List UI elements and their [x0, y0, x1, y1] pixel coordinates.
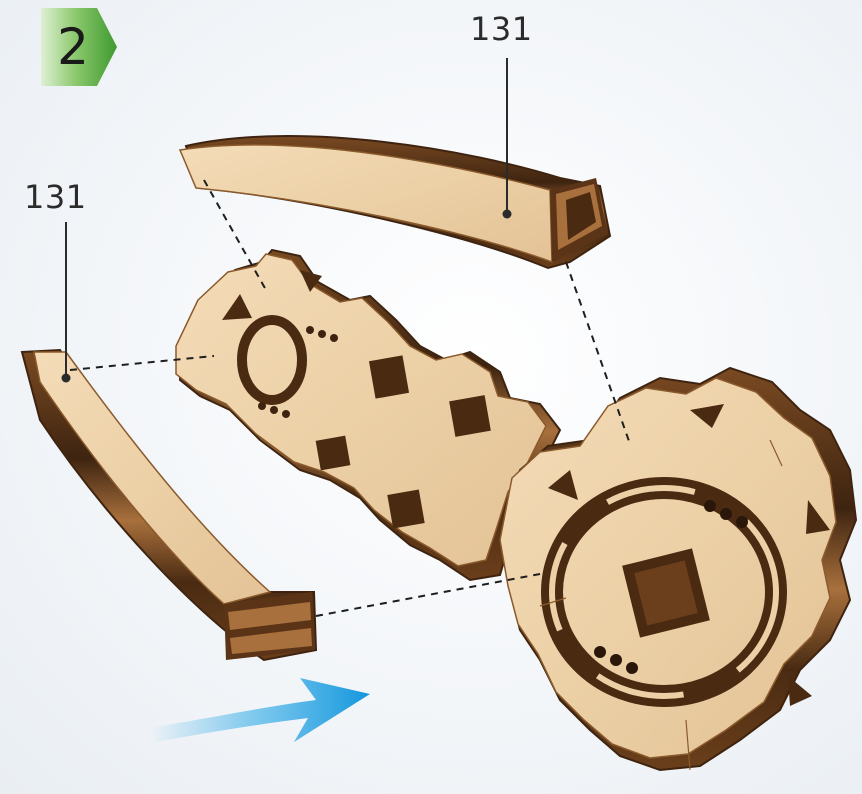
step-number: 2 — [47, 14, 99, 80]
part-label-131-top: 131 — [470, 10, 533, 48]
right-arrow-icon — [150, 678, 370, 742]
part-label-131-left: 131 — [24, 178, 87, 216]
slat-131-top — [180, 136, 610, 268]
step-badge: 2 — [41, 8, 117, 86]
